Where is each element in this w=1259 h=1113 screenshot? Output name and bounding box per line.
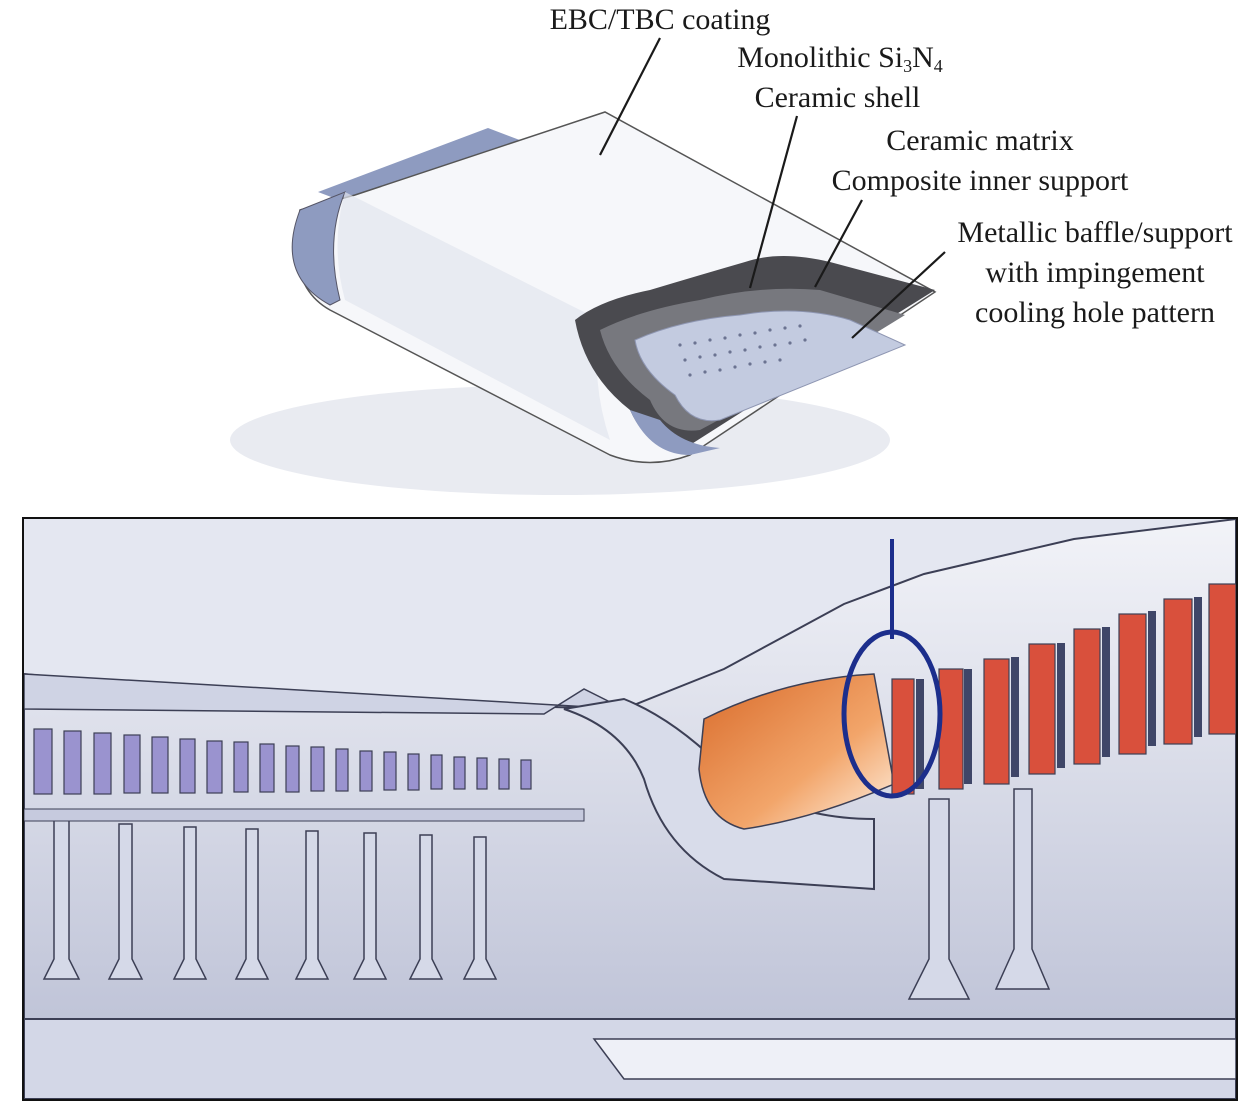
left-blue-cap xyxy=(291,191,346,306)
compressor-blades xyxy=(33,728,532,795)
label-composite-inner-support: Composite inner support xyxy=(831,164,1129,197)
pointer-lines xyxy=(599,37,946,339)
highlight-ellipse xyxy=(841,629,943,799)
monolithic-subscript-3: 3 xyxy=(903,56,913,76)
engine-cross-section xyxy=(22,517,1238,1101)
pointer-baffle xyxy=(851,251,946,339)
label-metallic-baffle-line1: Metallic baffle/support xyxy=(957,216,1233,249)
vane-component-illustration xyxy=(230,37,946,495)
label-monolithic-si3n4: Monolithic Si3N4 xyxy=(690,38,990,78)
shaft-tube xyxy=(592,1038,1236,1080)
turbine-disks xyxy=(907,788,1051,1000)
label-ebc-tbc-coating: EBC/TBC coating xyxy=(549,3,771,36)
label-ceramic-shell: Ceramic shell xyxy=(754,81,921,114)
turbine-blades xyxy=(891,583,1236,795)
body-shading xyxy=(337,192,610,440)
monolithic-prefix: Monolithic Si xyxy=(737,41,904,74)
monolithic-n: N xyxy=(912,41,934,74)
engine-cutaway-svg xyxy=(24,519,1236,1099)
cooling-hole-pattern xyxy=(678,324,807,377)
turbine-vanes xyxy=(916,597,1202,789)
pointer-ebc-tbc xyxy=(599,37,661,156)
pointer-ceramic-shell xyxy=(748,115,799,289)
back-edge-strip xyxy=(318,128,525,206)
label-metallic-baffle-line2: with impingement xyxy=(985,256,1205,289)
pointer-cmc xyxy=(814,199,863,288)
compressor-hub xyxy=(24,808,585,822)
compressor-casing xyxy=(24,673,625,715)
metallic-baffle-shape xyxy=(634,310,907,422)
label-metallic-baffle-line3: cooling hole pattern xyxy=(975,296,1215,329)
front-blue-cap xyxy=(630,410,720,455)
label-ceramic-matrix: Ceramic matrix xyxy=(886,124,1074,157)
monolithic-subscript-4: 4 xyxy=(933,56,943,76)
